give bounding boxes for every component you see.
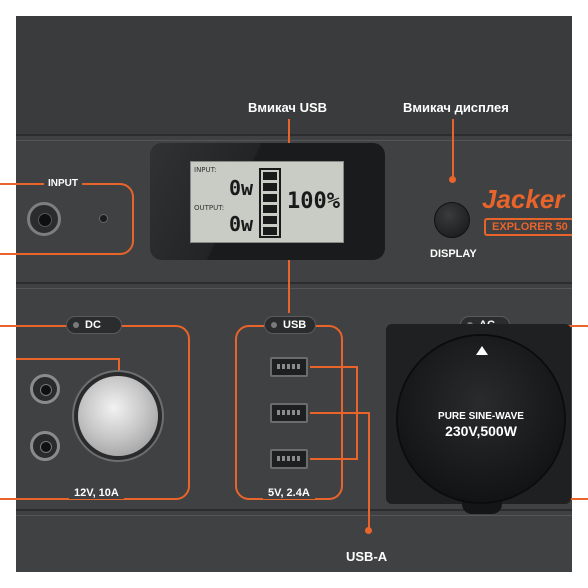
dc-button-label: DC xyxy=(85,319,101,331)
input-port[interactable] xyxy=(27,202,61,236)
usb-rating: 5V, 2.4A xyxy=(263,487,315,499)
ac-waveform-label: PURE SINE-WAVE xyxy=(438,411,524,422)
usb-a-leader-drop xyxy=(368,412,370,530)
usb-a-leader-2 xyxy=(310,412,370,414)
front-panel xyxy=(16,16,572,572)
dc-port-1[interactable] xyxy=(30,374,60,404)
lcd-battery-percent: 100% xyxy=(287,189,340,214)
top-seam xyxy=(16,134,572,136)
display-switch-callout: Вмикач дисплея xyxy=(403,100,509,115)
usb-a-leader-join xyxy=(356,366,358,460)
input-frame xyxy=(0,183,134,255)
lcd-battery-segment xyxy=(263,172,277,180)
lcd-battery-icon xyxy=(259,168,281,238)
dc-button-led xyxy=(73,322,79,328)
lcd-bezel: INPUT: 0w OUTPUT: 0w 100% xyxy=(150,143,385,260)
lcd-output-label: OUTPUT: xyxy=(194,204,225,212)
usb-a-port-1[interactable] xyxy=(270,357,308,377)
top-band xyxy=(16,16,572,134)
dc-leader-drop xyxy=(118,358,120,378)
usb-button-led xyxy=(271,322,277,328)
usb-button[interactable]: USB xyxy=(264,316,316,334)
lcd-battery-segment xyxy=(263,194,277,202)
dc-rating: 12V, 10A xyxy=(69,487,124,499)
display-switch-leader-dot xyxy=(449,176,456,183)
lcd-output-value: 0w xyxy=(229,212,254,236)
bottom-seam-highlight xyxy=(16,515,572,516)
dc-port-2-hole xyxy=(40,441,52,453)
usb-a-port-2[interactable] xyxy=(270,403,308,423)
usb-switch-callout: Вмикач USB xyxy=(248,100,328,115)
ac-rating: 230V,500W xyxy=(445,423,517,439)
ac-outlet-cover[interactable] xyxy=(398,336,564,502)
lcd-battery-segment xyxy=(263,205,277,213)
dc-port-2[interactable] xyxy=(30,431,60,461)
brand-model-badge: EXPLORER 50 xyxy=(484,218,572,236)
display-button-label: DISPLAY xyxy=(430,248,477,260)
ac-cover-arrow-icon xyxy=(476,346,488,355)
lcd-input-label: INPUT: xyxy=(194,166,217,174)
usb-a-callout: USB-A xyxy=(346,549,388,564)
usb-a-leader-3 xyxy=(310,458,358,460)
dc-leader-top xyxy=(16,358,120,360)
middle-seam-highlight xyxy=(16,288,572,289)
display-button[interactable] xyxy=(434,202,470,238)
input-indicator-led xyxy=(99,214,108,223)
usb-a-port-3[interactable] xyxy=(270,449,308,469)
input-port-hole xyxy=(38,213,52,227)
middle-seam xyxy=(16,282,572,284)
input-title: INPUT xyxy=(44,178,82,189)
car-socket[interactable] xyxy=(78,376,158,456)
lcd-screen: INPUT: 0w OUTPUT: 0w 100% xyxy=(190,161,344,243)
usb-button-label: USB xyxy=(283,319,307,331)
brand-logo: Jacker xyxy=(482,184,565,214)
dc-button[interactable]: DC xyxy=(66,316,122,334)
lcd-battery-segment xyxy=(263,216,277,224)
display-switch-leader xyxy=(452,119,454,179)
lcd-input-value: 0w xyxy=(229,176,254,200)
lcd-battery-segment xyxy=(263,227,277,235)
usb-a-leader-dot xyxy=(365,527,372,534)
top-seam-highlight xyxy=(16,140,572,141)
usb-a-leader-1 xyxy=(310,366,358,368)
bottom-seam xyxy=(16,509,572,511)
dc-port-1-hole xyxy=(40,384,52,396)
lcd-battery-segment xyxy=(263,183,277,191)
